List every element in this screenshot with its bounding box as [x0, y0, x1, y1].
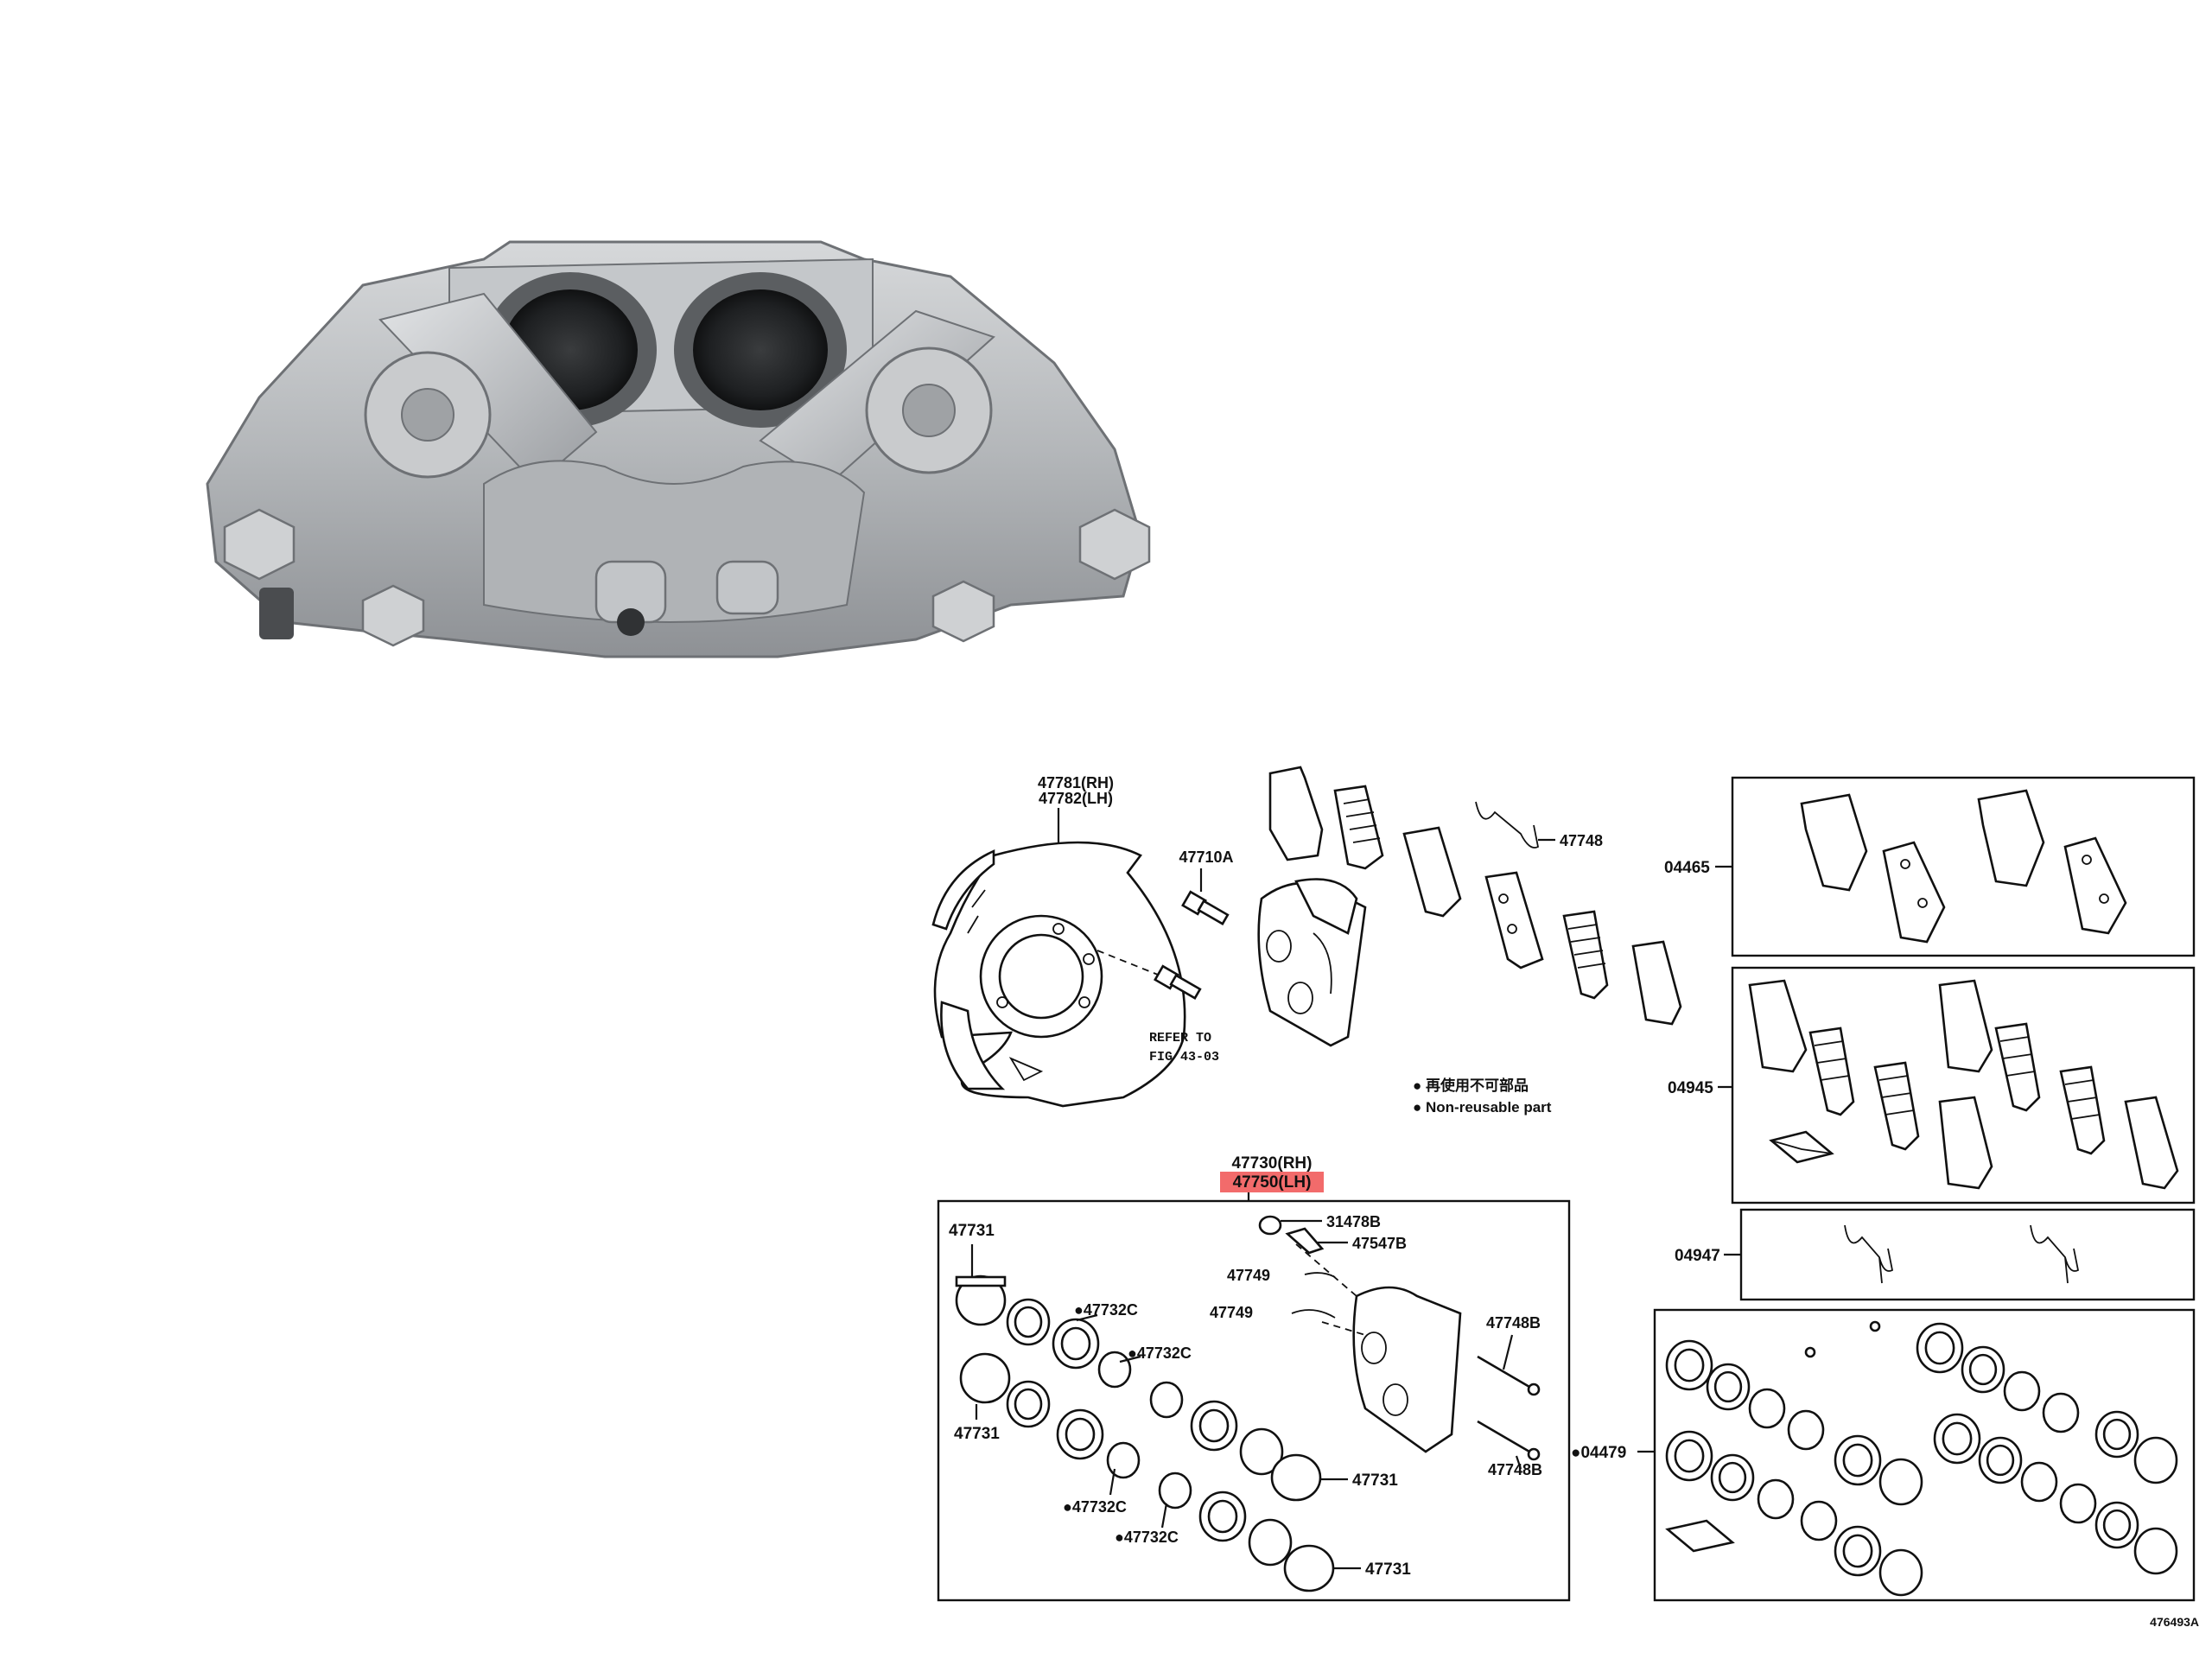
label-kit-seals: ●04479: [1571, 1444, 1626, 1462]
seal-ring-15: [2003, 1370, 2041, 1412]
seal-ring-inner-5: [1674, 1439, 1705, 1473]
label-clip-2: 47749: [1210, 1304, 1253, 1321]
seal-ring-20: [2059, 1483, 2097, 1524]
label-caliper-rh: 47730(RH): [1232, 1154, 1313, 1173]
kit-04947-springs: [1844, 1224, 2080, 1284]
spring-47748: [1475, 801, 1555, 849]
label-piston-right1: 47731: [1352, 1471, 1398, 1490]
caliper-upper: [1257, 878, 1367, 1047]
seal-ring-inner-13: [1924, 1331, 1955, 1365]
seal-ring-inner-6: [1718, 1461, 1747, 1494]
seal-ring-24: [2133, 1527, 2178, 1575]
label-bolt: 47710A: [1179, 849, 1233, 866]
seal-ring-10: [1878, 1458, 1923, 1506]
seal-ring-inner-2: [1713, 1370, 1743, 1403]
seal-ring-inner-1: [1674, 1348, 1705, 1382]
seal-ring-12: [1878, 1548, 1923, 1597]
caliper-lower: [1258, 1215, 1541, 1470]
seal-ring-22: [2133, 1436, 2178, 1484]
caliper-assembly-box: [937, 1199, 1571, 1602]
kit-04479-seals: [1665, 1320, 2178, 1597]
caliper-lh-highlight: [1220, 1172, 1324, 1192]
legend-jp: ● 再使用不可部品: [1413, 1077, 1529, 1094]
seal-ring-inner-23: [2102, 1509, 2132, 1541]
kit-box-04945: [1731, 966, 2196, 1205]
seal-ring-4: [1787, 1409, 1825, 1451]
label-pin-1: 47748B: [1486, 1314, 1541, 1332]
label-bleeder: 47547B: [1352, 1235, 1407, 1252]
seal-ring-8: [1800, 1500, 1838, 1541]
seal-ring-inner-18: [1986, 1444, 2015, 1477]
label-piston-top: 47731: [949, 1222, 995, 1240]
seal-ring-19: [2020, 1461, 2058, 1503]
kit-04465-pads: [1800, 789, 2127, 944]
legend-en: ● Non-reusable part: [1413, 1099, 1552, 1116]
label-piston-mid: 47731: [954, 1425, 1000, 1443]
grease-packet: [1665, 1519, 1735, 1553]
bolt-47710a: [1181, 868, 1230, 925]
seal-ring-inner-17: [1942, 1421, 1973, 1456]
dust-cap-2: [1869, 1320, 1881, 1332]
seal-ring-3: [1748, 1388, 1786, 1429]
label-shield-lh: 47782(LH): [1039, 790, 1113, 807]
label-seal-2: ●47732C: [1128, 1344, 1192, 1362]
figure-code: 476493A: [2150, 1615, 2199, 1629]
seal-ring-inner-11: [1842, 1534, 1873, 1568]
label-seal-4: ●47732C: [1115, 1529, 1179, 1546]
dust-shield: [931, 808, 1186, 1108]
label-cap: 31478B: [1326, 1213, 1381, 1230]
label-caliper-lh: 47750(LH): [1233, 1173, 1312, 1192]
seal-ring-16: [2042, 1392, 2080, 1433]
label-refer-1: REFER TO: [1149, 1031, 1211, 1046]
kit-04945-shims: [1748, 979, 2179, 1190]
seal-ring-inner-21: [2102, 1418, 2132, 1451]
seal-ring-inner-9: [1842, 1443, 1873, 1478]
label-shield-rh: 47781(RH): [1038, 774, 1114, 791]
bolt-refer: [1096, 950, 1202, 1000]
label-clip-1: 47749: [1227, 1267, 1270, 1284]
pads-upper: [1268, 766, 1682, 1026]
label-kit-pads: 04465: [1664, 859, 1710, 877]
label-seal-1: ●47732C: [1074, 1301, 1138, 1319]
label-seal-3: ●47732C: [1063, 1498, 1127, 1516]
seal-ring-inner-14: [1968, 1353, 1998, 1386]
label-kit-springs: 04947: [1675, 1247, 1720, 1265]
label-kit-shims: 04945: [1668, 1079, 1713, 1097]
seal-ring-7: [1757, 1478, 1795, 1520]
kit-box-04947: [1739, 1208, 2196, 1301]
label-spring: 47748: [1560, 832, 1603, 849]
label-refer-2: FIG 43-03: [1149, 1050, 1219, 1065]
kit-box-04479: [1653, 1308, 2196, 1602]
pistons-left: [955, 1244, 1361, 1592]
label-pin-2: 47748B: [1488, 1461, 1542, 1478]
label-piston-right2: 47731: [1365, 1560, 1411, 1579]
dust-cap-1: [1804, 1346, 1816, 1358]
